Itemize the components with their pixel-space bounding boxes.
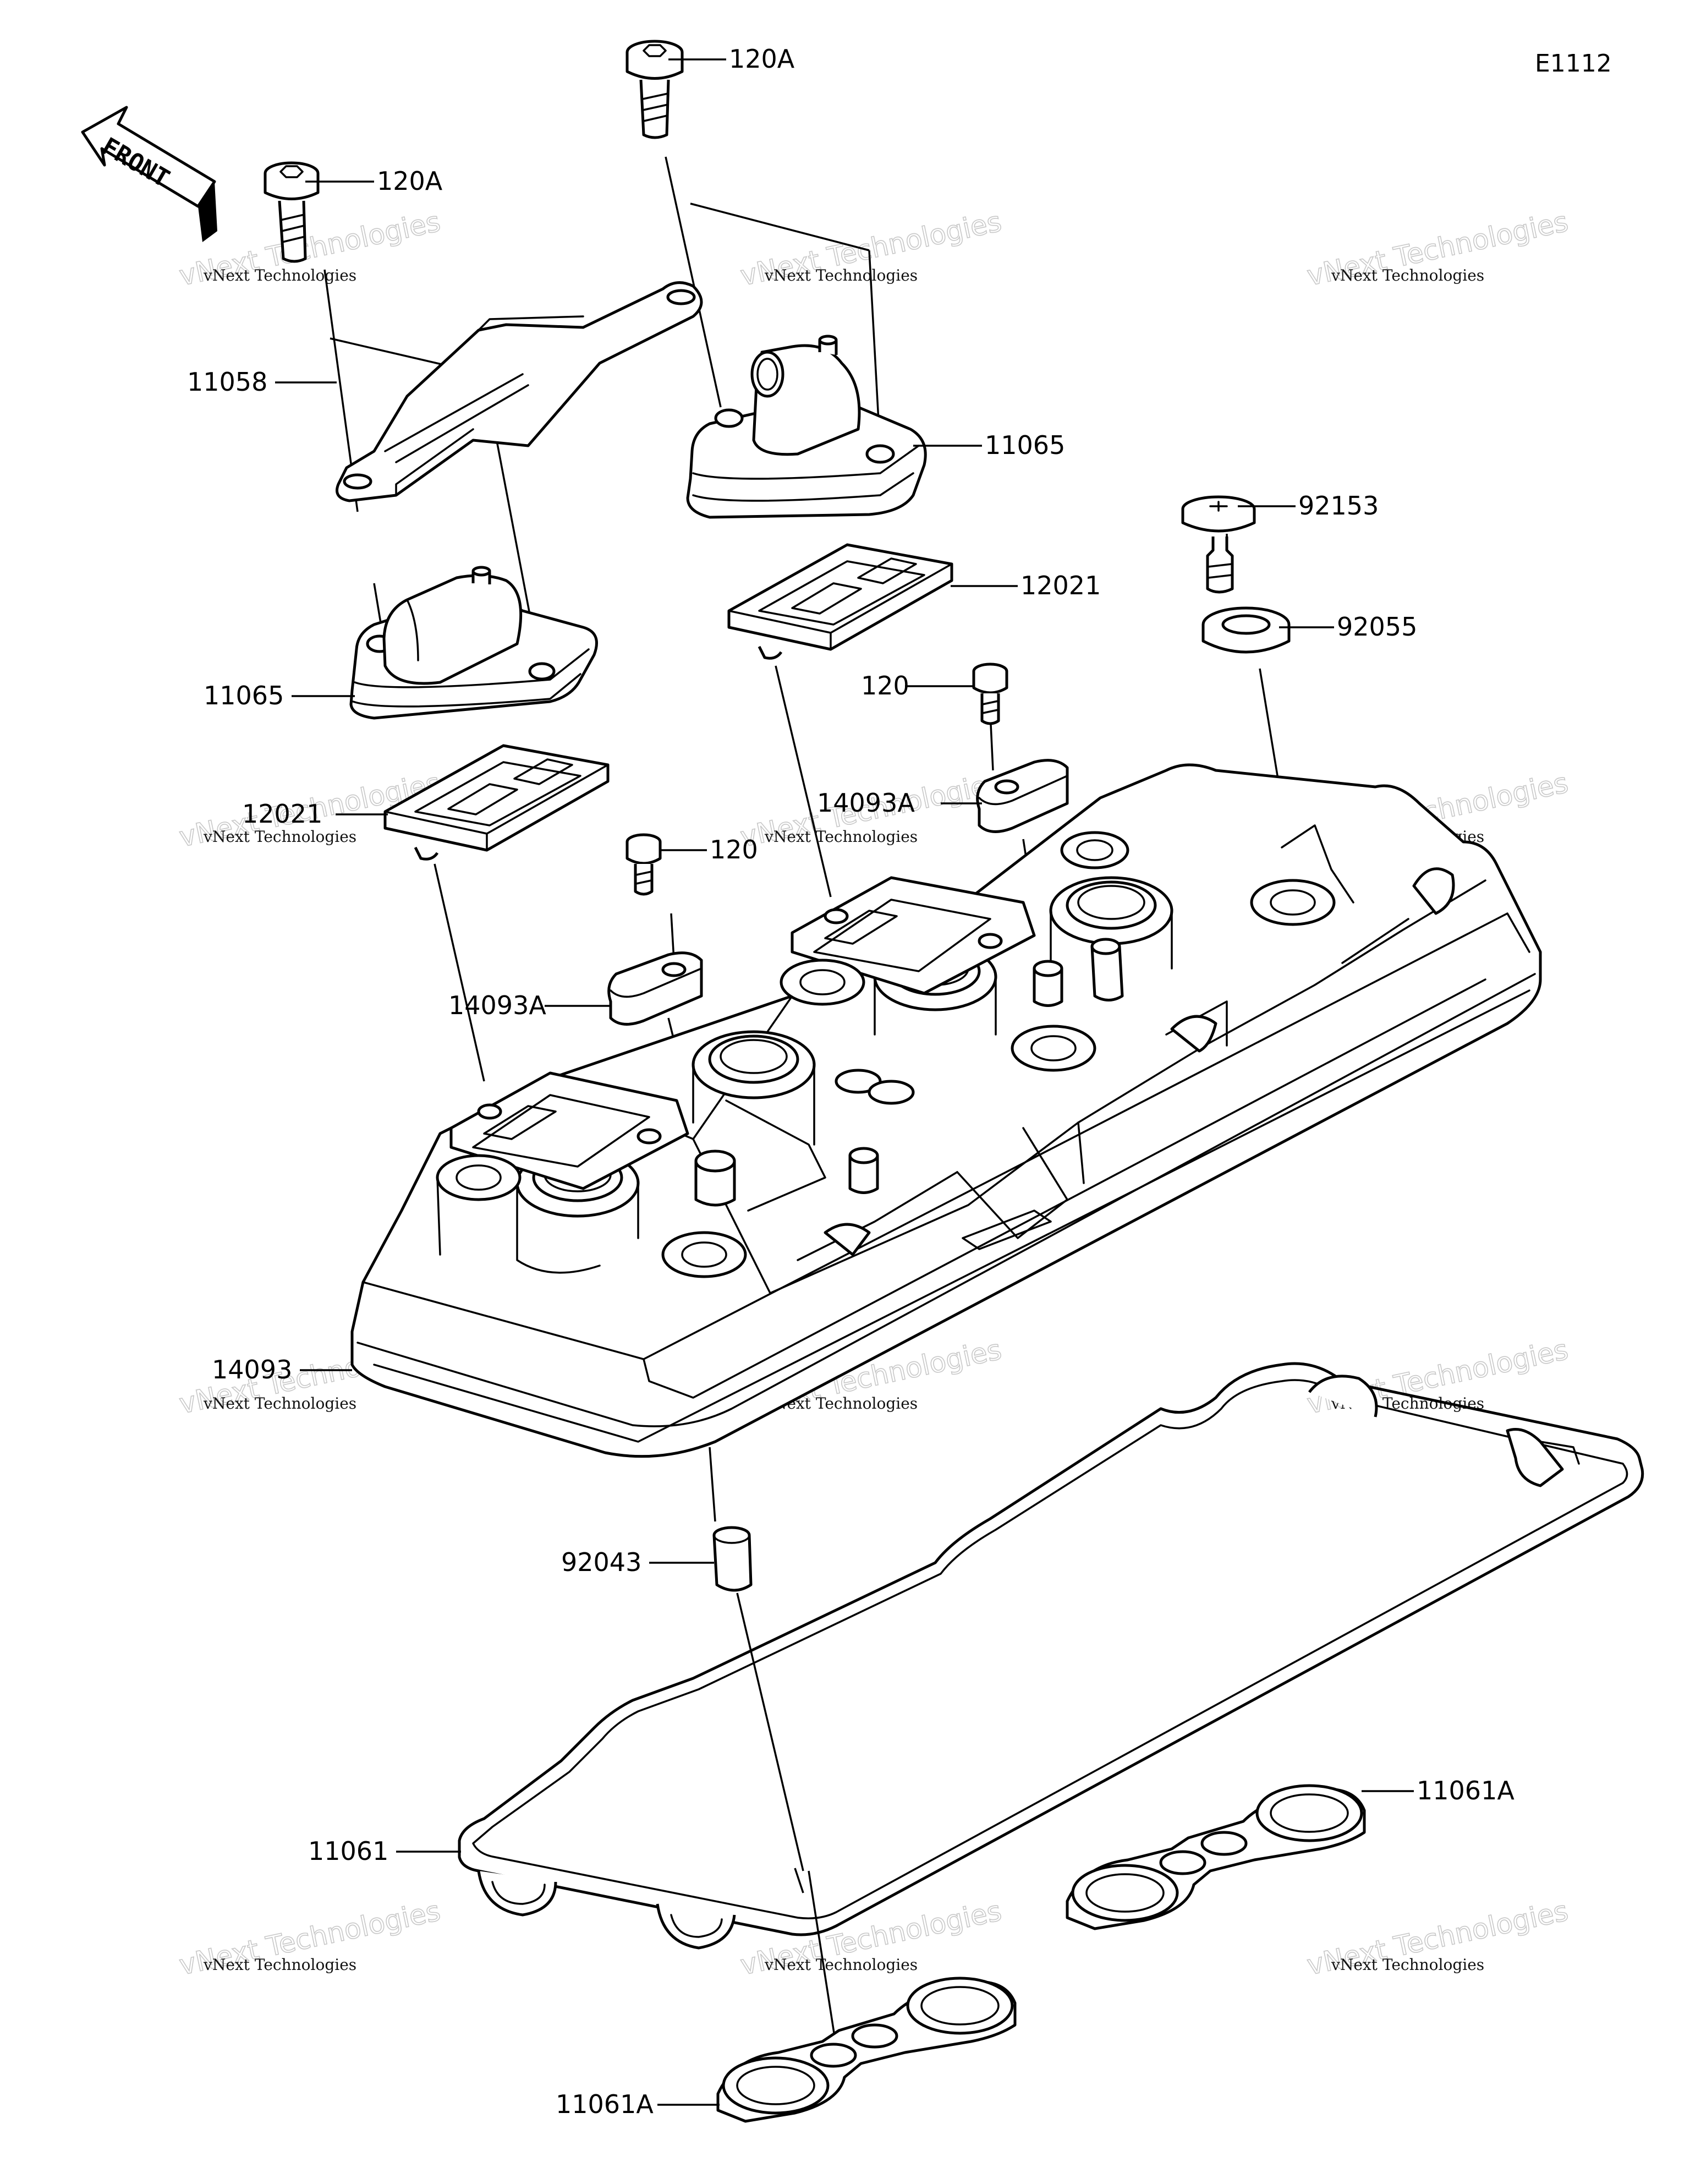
- watermark: vNext Technologies: [203, 266, 356, 284]
- head-cover-14093: [350, 763, 1542, 1458]
- spacer-14093A-right: [976, 759, 1069, 833]
- diagram-code: E1112: [1535, 50, 1612, 78]
- watermark: vNext Technologies: [1331, 266, 1484, 284]
- gasket-12021-left: [383, 744, 610, 861]
- callout-11061A-bottom: 11061A: [556, 2089, 654, 2119]
- bolt-boss: [1011, 1025, 1096, 1072]
- bolt-120A-left: [264, 161, 320, 263]
- watermark: vNext Technologies: [203, 1394, 356, 1413]
- gasket-12021-right: [727, 543, 953, 660]
- callout-120A-left: 120A: [377, 166, 443, 196]
- bolt-120A-top: [625, 40, 684, 139]
- callout-120-right: 120: [861, 671, 909, 700]
- post: [1033, 960, 1063, 1007]
- front-arrow-icon: FRONT: [81, 106, 217, 242]
- gasket-11061: [458, 1362, 1644, 1950]
- spacer-14093A-left: [607, 951, 703, 1026]
- callout-92153: 92153: [1298, 491, 1379, 521]
- plug-hole: [692, 1030, 816, 1146]
- callout-leaders: [275, 58, 1414, 2106]
- callout-14093A-left: 14093A: [448, 990, 546, 1020]
- bolt-92153: [1181, 495, 1256, 594]
- seal-11061A-bottom: [716, 1977, 1017, 2123]
- post: [835, 1069, 915, 1105]
- post: [1090, 938, 1124, 1001]
- callout-11061A-right: 11061A: [1417, 1776, 1515, 1805]
- seal-11061A-right: [1066, 1784, 1366, 1930]
- bolt-boss: [436, 1154, 522, 1256]
- bolt-120-left: [625, 833, 662, 896]
- callout-11058: 11058: [187, 367, 267, 397]
- bolt-boss: [780, 959, 865, 1006]
- callout-labels: 120A 120A 11065 11058 92153 12021 92055 …: [187, 44, 1515, 2119]
- callout-12021-left: 12021: [242, 799, 322, 829]
- breather-cover-11065-right: [686, 335, 927, 519]
- watermark: vNext Technologies: [203, 828, 356, 846]
- callout-12021-right: 12021: [1020, 571, 1101, 600]
- callout-11065-left: 11065: [204, 681, 284, 710]
- callout-92043: 92043: [561, 1547, 641, 1577]
- callout-11061: 11061: [308, 1836, 388, 1866]
- callout-14093: 14093: [212, 1355, 292, 1384]
- post: [694, 1150, 736, 1207]
- bolt-boss: [1060, 831, 1129, 869]
- watermark: vNext Technologies: [764, 1956, 918, 1974]
- grommet-92055: [1201, 606, 1291, 654]
- bolt-120-right: [972, 663, 1008, 725]
- watermark: vNext Technologies: [203, 1956, 356, 1974]
- breather-seat-left: [449, 1071, 689, 1190]
- callout-120-left: 120: [710, 835, 758, 864]
- breather-seat-right: [791, 876, 1036, 995]
- watermark: vNext Technologies: [764, 266, 918, 284]
- watermark: vNext Technologies: [1331, 1956, 1484, 1974]
- plug-hole: [1049, 876, 1173, 970]
- breather-cover-11065-left: [349, 566, 598, 720]
- callout-14093A-right: 14093A: [817, 788, 915, 818]
- callout-120A-top: 120A: [729, 44, 795, 74]
- callout-11065-right: 11065: [985, 430, 1065, 460]
- callout-92055: 92055: [1337, 612, 1417, 642]
- bracket-11058: [336, 281, 703, 502]
- watermark: vNext Technologies: [764, 828, 918, 846]
- bolt-boss: [661, 1231, 747, 1278]
- post: [848, 1147, 879, 1194]
- bolt-boss: [1250, 879, 1336, 926]
- dowel-92043: [712, 1526, 753, 1592]
